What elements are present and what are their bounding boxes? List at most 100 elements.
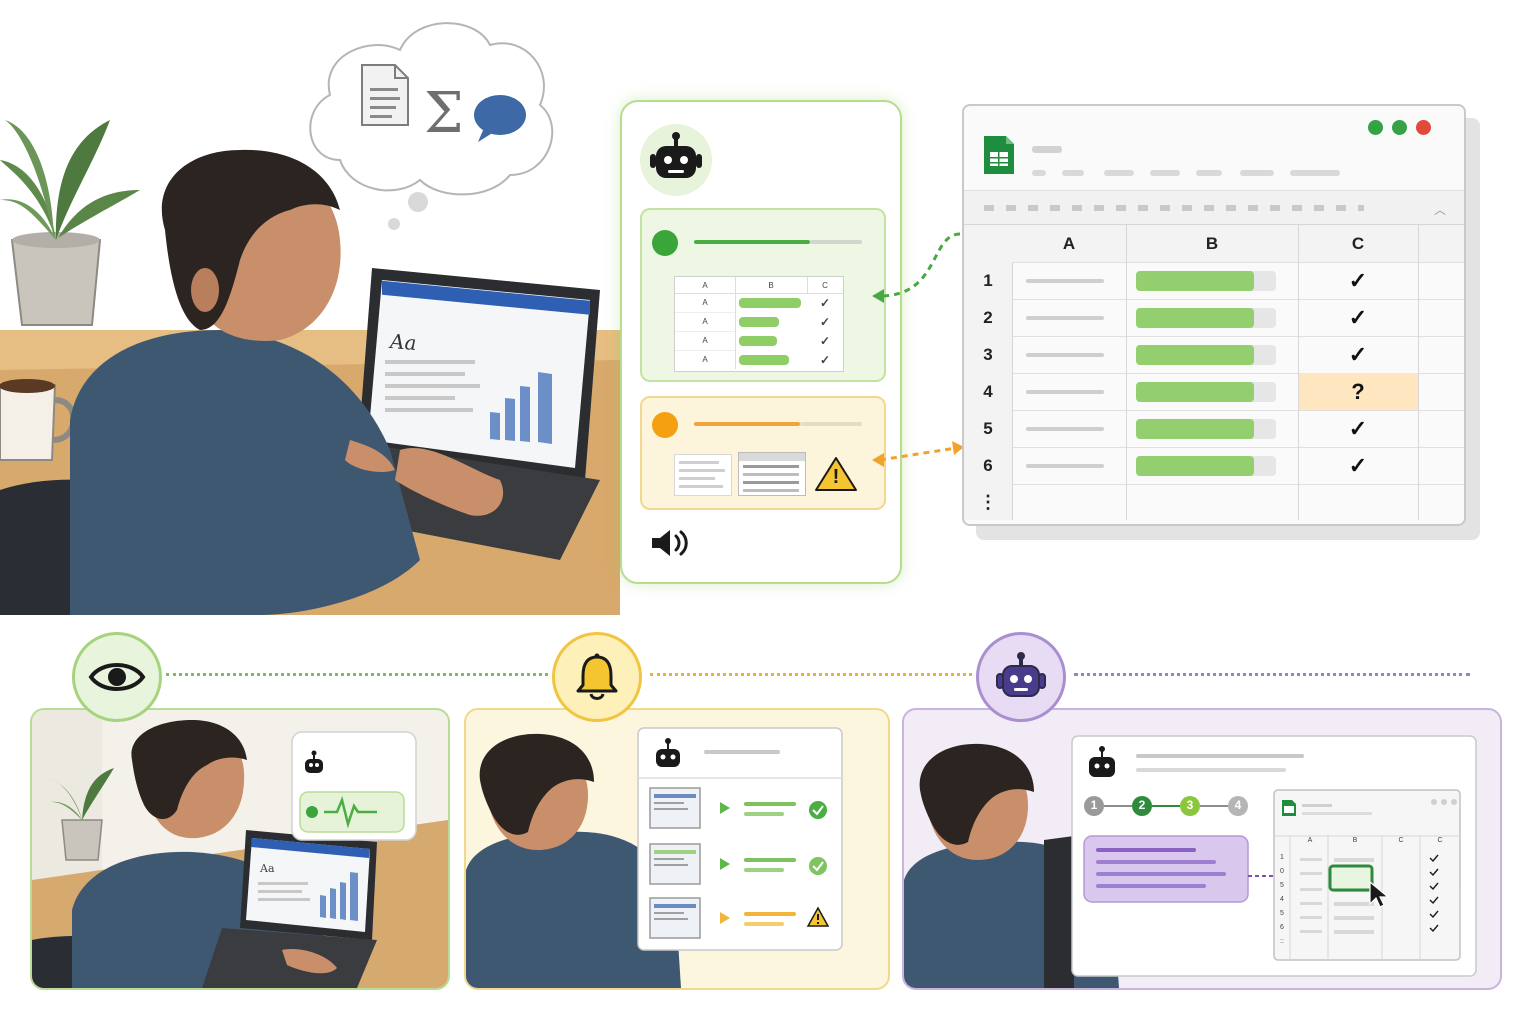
mini-table-cell: A <box>675 312 736 332</box>
row-number[interactable]: 1 <box>964 262 1013 299</box>
cell-c-check[interactable]: ✓ <box>1348 415 1368 441</box>
notify-scene <box>466 727 843 988</box>
mini-sheet-row-number: 5 <box>1280 910 1284 917</box>
step-4: 4 <box>1234 798 1242 812</box>
coffee-mug <box>0 379 77 461</box>
timeline-segment-2 <box>650 673 972 676</box>
robot-icon <box>650 132 702 178</box>
thought-cloud: Σ <box>309 22 554 230</box>
row-number[interactable]: 2 <box>964 299 1013 336</box>
mini-table-check: ✓ <box>819 295 831 310</box>
mini-table-check: ✓ <box>819 352 831 367</box>
cell-a-placeholder[interactable] <box>1026 464 1104 468</box>
spreadsheet-grid: A B C 1✓2✓3✓4?5✓6✓ ⋮ <box>964 224 1464 520</box>
table-row: 1✓ <box>964 262 1464 300</box>
laptop-doc-heading: Aa <box>390 328 417 356</box>
row-number[interactable]: 5 <box>964 410 1013 447</box>
eye-icon <box>88 663 146 691</box>
mini-sheet-header-a: A <box>1307 837 1313 844</box>
corner-cell[interactable] <box>964 225 1013 262</box>
mini-table-cell: A <box>675 350 736 369</box>
cell-b-bar <box>1136 271 1254 291</box>
column-header-b[interactable]: B <box>1126 225 1299 262</box>
cell-a-placeholder[interactable] <box>1026 316 1104 320</box>
mini-sheet-header-c: C <box>1398 837 1404 844</box>
column-header-c[interactable]: C <box>1298 225 1419 262</box>
row-number[interactable]: 6 <box>964 447 1013 484</box>
act-scene <box>904 735 1477 988</box>
mini-sheet-row-number: 6 <box>1280 924 1284 931</box>
assistant-avatar <box>640 124 712 196</box>
cell-b-bar <box>1136 308 1254 328</box>
cell-a-placeholder[interactable] <box>1026 390 1104 394</box>
mini-table-check: ✓ <box>819 333 831 348</box>
step-3: 3 <box>1186 798 1194 812</box>
window-control-minimize[interactable] <box>1368 120 1383 135</box>
mini-table-cell: A <box>675 331 736 351</box>
mini-table-header-a: A <box>675 277 736 294</box>
status-dot-orange <box>652 412 678 438</box>
spreadsheet-window: ︿ A B C 1✓2✓3✓4?5✓6✓ ⋮ <box>962 104 1466 526</box>
cell-b-bar <box>1136 456 1254 476</box>
timeline-segment-1 <box>166 673 548 676</box>
cell-c-flagged[interactable]: ? <box>1298 373 1418 410</box>
cell-a-placeholder[interactable] <box>1026 353 1104 357</box>
assistant-panel: A B C A ✓ A ✓ A ✓ A ✓ <box>620 100 902 584</box>
cell-c-check[interactable]: ✓ <box>1348 267 1368 293</box>
more-rows: ⋮ <box>964 484 1464 520</box>
mini-table-header-c: C <box>807 277 843 294</box>
stage-notify-badge <box>552 632 642 722</box>
mini-table-bar <box>739 317 779 327</box>
validated-summary-card[interactable]: A B C A ✓ A ✓ A ✓ A ✓ <box>640 208 886 382</box>
person-at-laptop <box>70 149 504 615</box>
assistant-mini-table: A B C A ✓ A ✓ A ✓ A ✓ <box>674 276 844 372</box>
plant <box>0 120 140 326</box>
sheet-thumbnail <box>738 452 806 496</box>
cell-c-check[interactable]: ✓ <box>1348 341 1368 367</box>
mini-table-check: ✓ <box>819 314 831 329</box>
mini-sheet-header-c2: C <box>1437 837 1443 844</box>
collapse-toolbar-icon[interactable]: ︿ <box>1434 203 1447 217</box>
stage-act-badge <box>976 632 1066 722</box>
table-row: 3✓ <box>964 336 1464 374</box>
column-header-empty[interactable] <box>1418 225 1464 262</box>
connector-arrows <box>872 232 964 467</box>
desk-scene <box>0 120 620 615</box>
cursor-icon <box>1369 880 1390 908</box>
cell-c-check[interactable]: ✓ <box>1348 452 1368 478</box>
row-number[interactable]: 4 <box>964 373 1013 410</box>
cell-c-check[interactable]: ✓ <box>1348 304 1368 330</box>
column-header-a[interactable]: A <box>1012 225 1127 262</box>
window-control-maximize[interactable] <box>1392 120 1407 135</box>
warning-card[interactable]: ! <box>640 396 886 510</box>
formatting-toolbar[interactable]: ︿ <box>964 190 1464 225</box>
mini-table-bar <box>739 336 777 346</box>
monitor-doc-heading: Aa <box>260 862 275 875</box>
stage-notify-panel <box>464 708 890 990</box>
sigma-icon: Σ <box>424 81 464 146</box>
sheets-logo-icon <box>984 136 1014 174</box>
observe-scene <box>32 710 448 988</box>
speaker-icon[interactable] <box>648 526 692 560</box>
cell-b-bar <box>1136 419 1254 439</box>
warning-glyph: ! <box>832 466 840 488</box>
mini-sheet-row-number: 5 <box>1280 882 1284 889</box>
mini-table-cell: A <box>675 293 736 313</box>
table-row: 2✓ <box>964 299 1464 337</box>
step-2: 2 <box>1138 798 1146 812</box>
more-rows-indicator[interactable]: ⋮ <box>964 484 1013 520</box>
table-row: 4? <box>964 373 1464 411</box>
window-control-close[interactable] <box>1416 120 1431 135</box>
cell-a-placeholder[interactable] <box>1026 427 1104 431</box>
mini-sheet-row-number: 4 <box>1280 896 1284 903</box>
row-number[interactable]: 3 <box>964 336 1013 373</box>
table-row: 5✓ <box>964 410 1464 448</box>
header-row: A B C <box>964 225 1464 263</box>
mini-sheet-row-number: 0 <box>1280 868 1284 875</box>
table-row: 6✓ <box>964 447 1464 485</box>
mini-table-bar <box>739 355 789 365</box>
warning-icon: ! <box>810 452 862 496</box>
cell-a-placeholder[interactable] <box>1026 279 1104 283</box>
